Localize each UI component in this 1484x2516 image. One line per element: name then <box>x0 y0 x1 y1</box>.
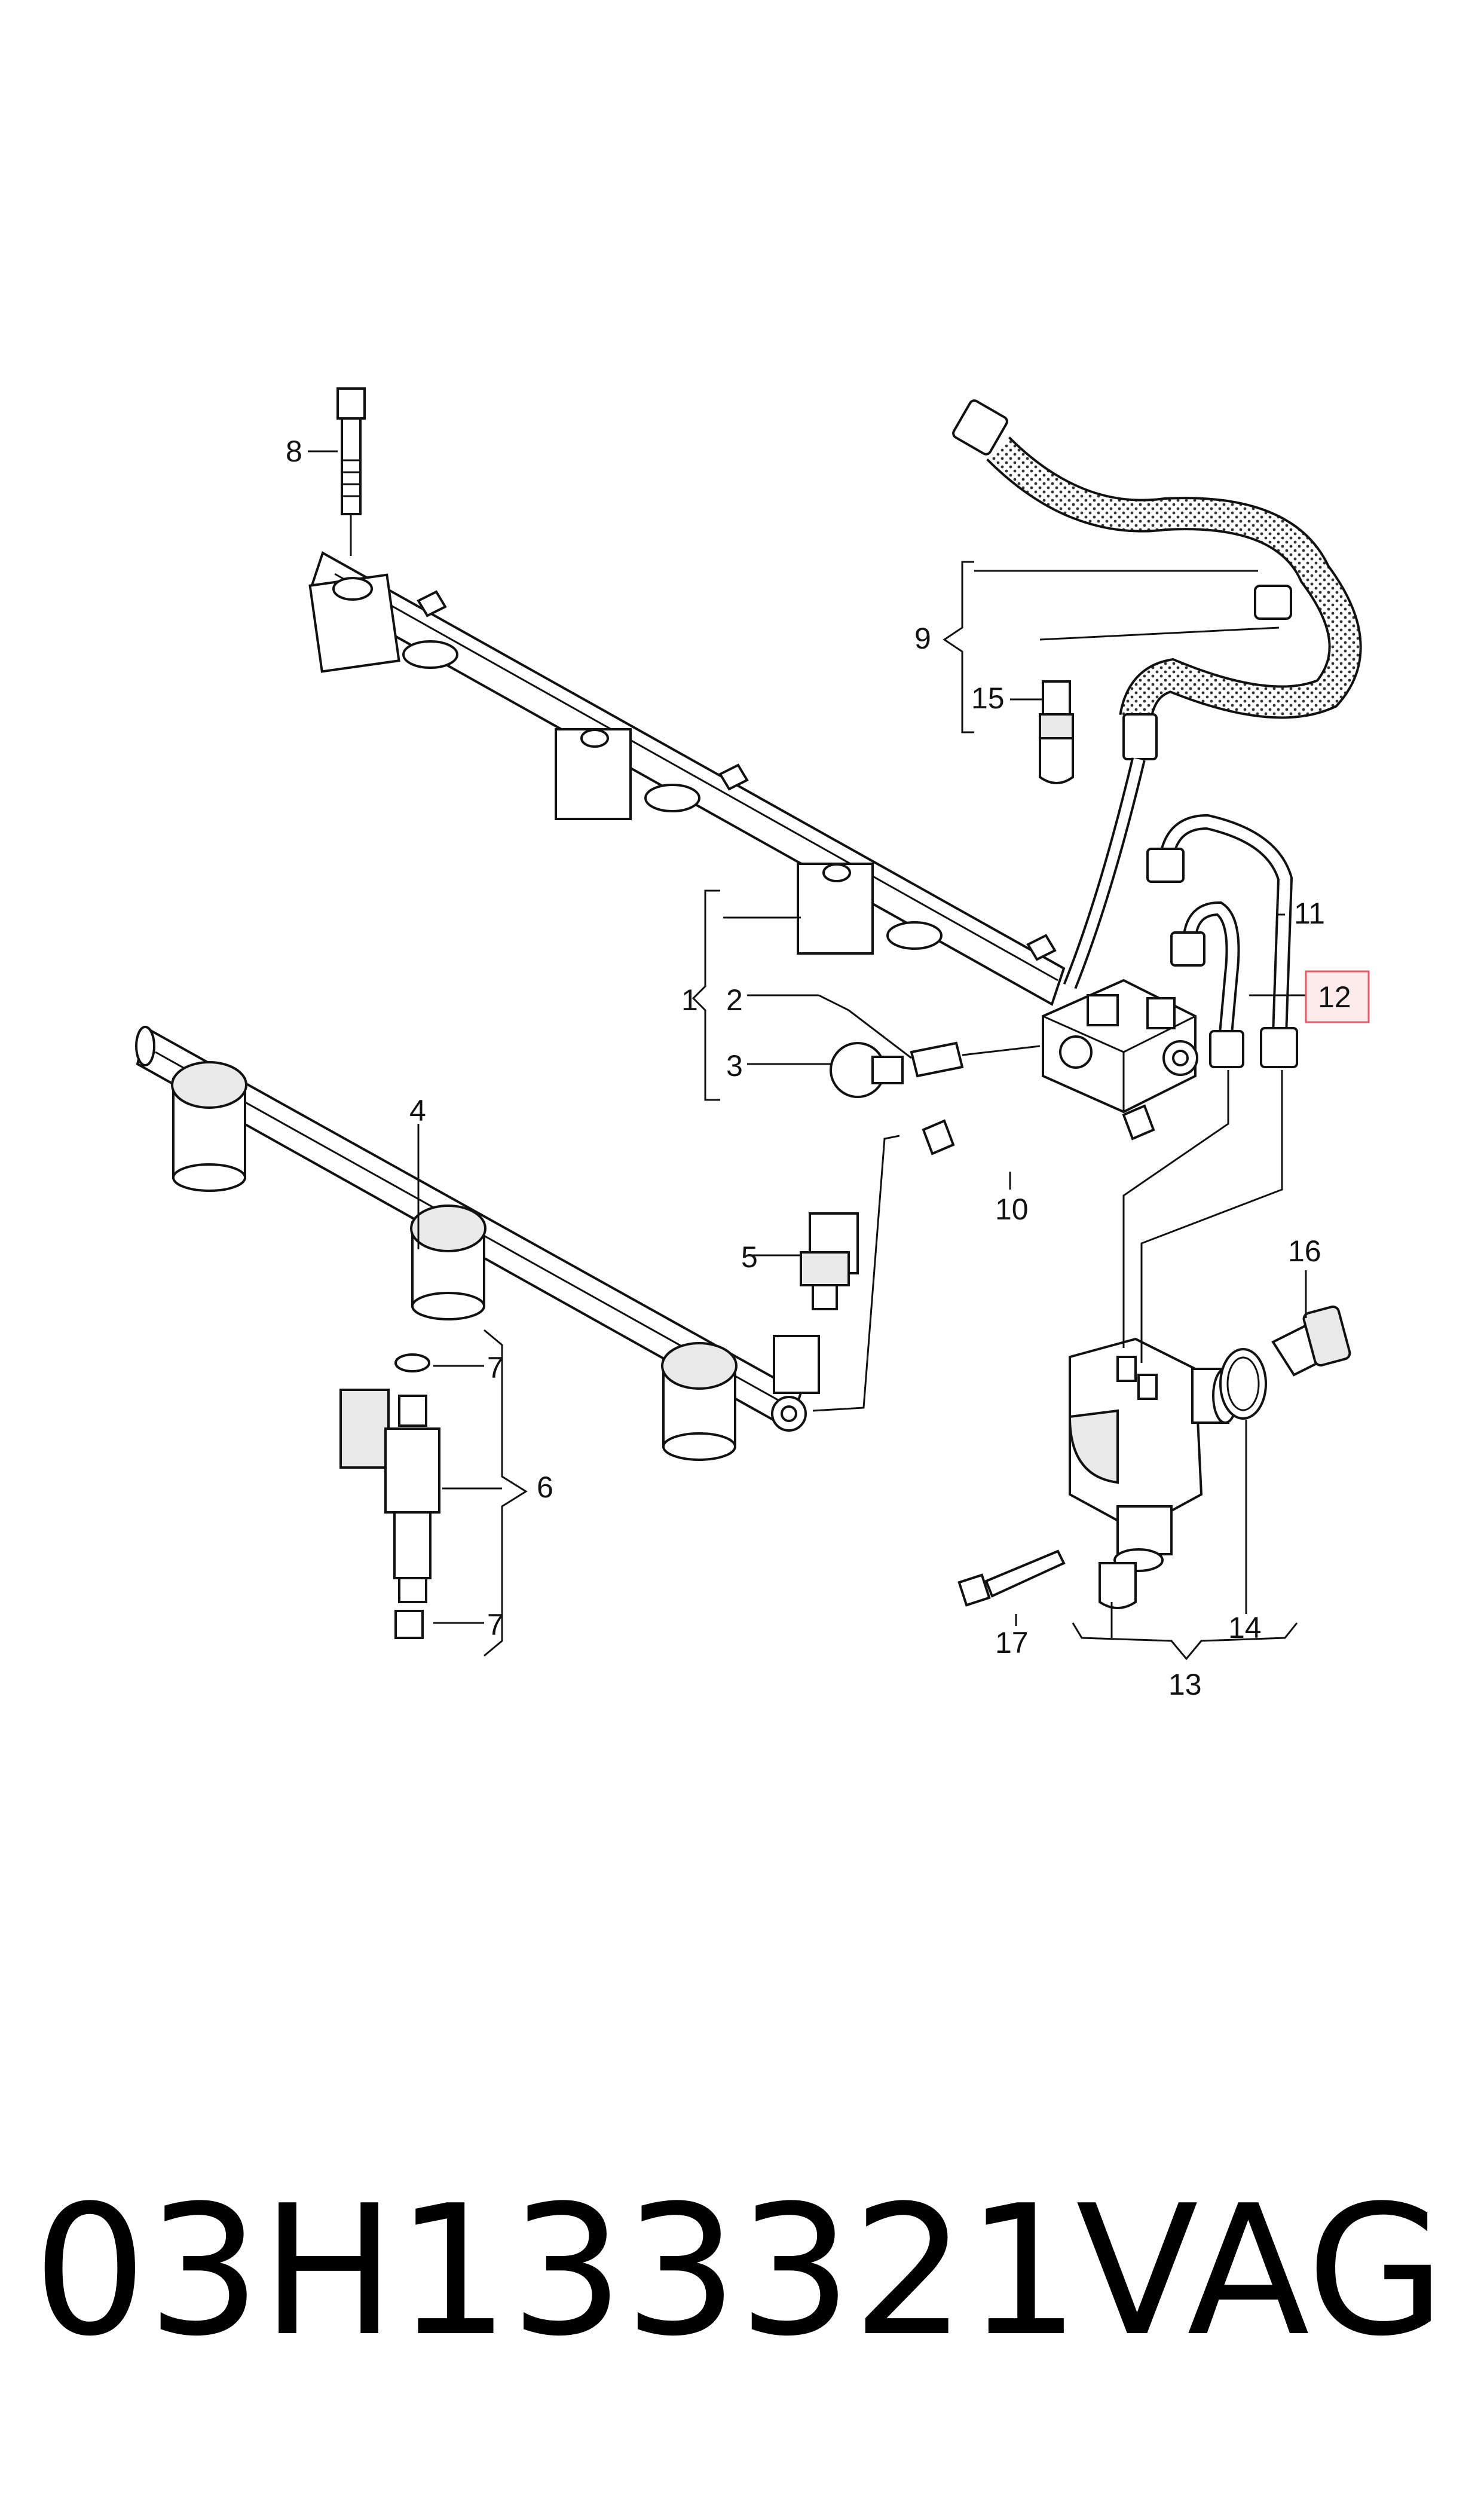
callout-9: 9 <box>914 622 931 655</box>
bolt[interactable] <box>336 387 366 556</box>
fuel-pipe-12[interactable] <box>1170 901 1244 1068</box>
callout-8: 8 <box>286 435 302 468</box>
pump-bolt[interactable] <box>957 1549 1066 1607</box>
callout-1: 1 <box>681 983 698 1017</box>
lower-fuel-rail[interactable] <box>135 1026 807 1461</box>
fuel-pipe-10[interactable] <box>922 1104 1155 1197</box>
fitting-screw[interactable] <box>910 1041 1041 1078</box>
callout-11: 11 <box>1294 897 1325 930</box>
high-pressure-pump[interactable] <box>1068 1337 1238 1609</box>
o-ring-seal[interactable] <box>1219 1348 1267 1420</box>
callout-16: 16 <box>1288 1234 1321 1268</box>
pressure-sensor[interactable] <box>773 1212 859 1394</box>
injector[interactable] <box>339 1353 440 1639</box>
callout-10: 10 <box>995 1193 1029 1226</box>
footer: 03H133321 VAG <box>0 2164 1484 2379</box>
callout-13: 13 <box>1168 1668 1202 1701</box>
plug-nut[interactable] <box>830 1042 904 1098</box>
callout-17: 17 <box>995 1626 1029 1659</box>
sensor-15[interactable] <box>1039 680 1074 784</box>
upper-fuel-rail[interactable] <box>308 551 1066 1006</box>
callout-15: 15 <box>971 681 1005 715</box>
callout-12: 12 <box>1318 980 1351 1014</box>
callout-7-bottom: 7 <box>487 1608 504 1641</box>
fuel-pipe-11[interactable] <box>1146 814 1298 1068</box>
callout-4: 4 <box>409 1094 426 1127</box>
callout-6: 6 <box>537 1471 553 1504</box>
distributor-block[interactable] <box>1042 979 1198 1114</box>
cap-16[interactable] <box>1271 1306 1351 1377</box>
callout-7-top: 7 <box>487 1351 504 1384</box>
brand-label: VAG <box>1076 2167 1446 2376</box>
callout-3: 3 <box>726 1049 743 1083</box>
callout-labels: 1 2 3 4 5 6 7 7 8 9 10 11 12 13 14 15 16… <box>286 435 1370 1701</box>
fuel-hose-9[interactable] <box>951 399 1362 989</box>
leader-lines <box>308 450 1307 1661</box>
part-number: 03H133321 <box>33 2167 1081 2376</box>
callout-5: 5 <box>741 1240 758 1274</box>
callout-12-highlight <box>1305 970 1370 1023</box>
callout-14: 14 <box>1228 1611 1262 1644</box>
callout-2: 2 <box>726 983 743 1017</box>
